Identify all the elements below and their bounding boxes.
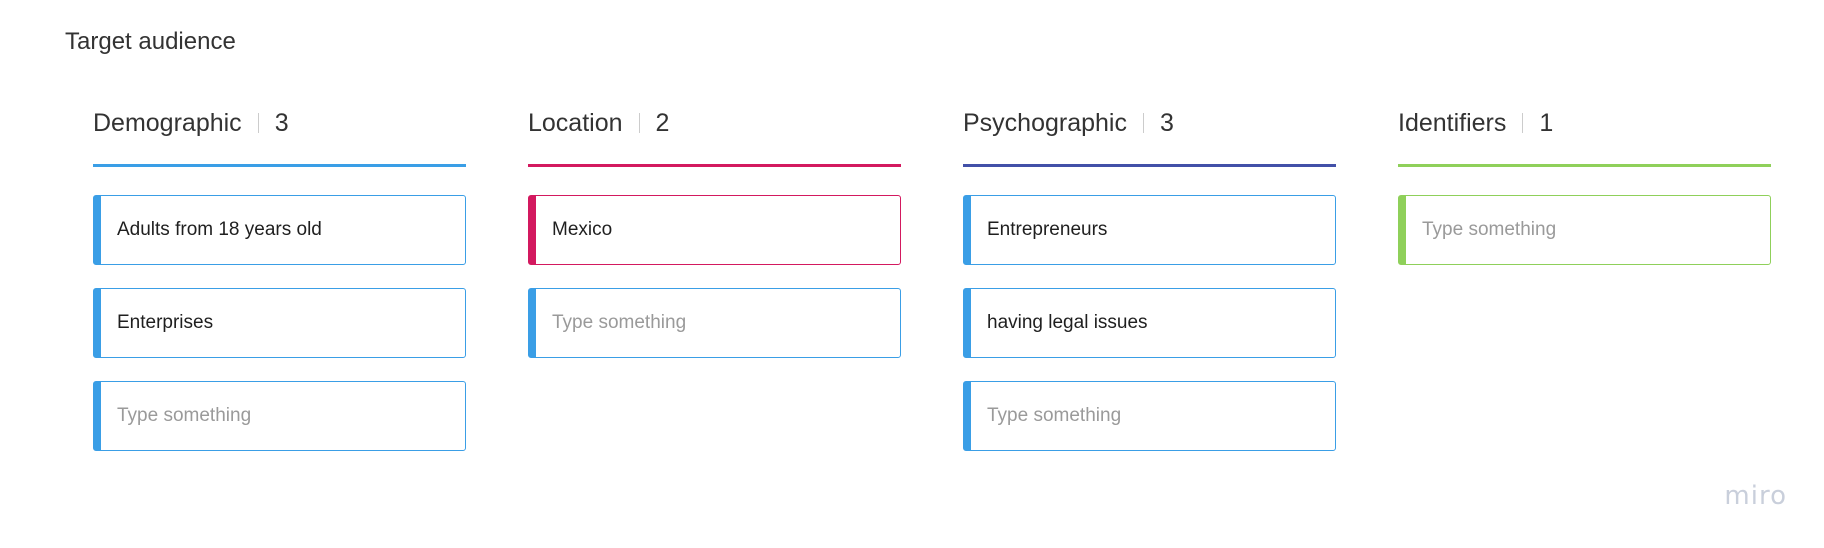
card-input-placeholder[interactable]: Type something [528, 288, 901, 358]
card-input-placeholder[interactable]: Type something [93, 381, 466, 451]
card[interactable]: Adults from 18 years old [93, 195, 466, 265]
column-header: Location 2 [528, 105, 901, 141]
column-underline [528, 164, 901, 167]
column-count: 2 [655, 108, 670, 137]
miro-logo: miro [1724, 481, 1787, 511]
header-divider [638, 113, 640, 133]
column-header: Identifiers 1 [1398, 105, 1771, 141]
column-title: Identifiers [1398, 108, 1507, 137]
header-divider [1522, 113, 1524, 133]
column-count: 1 [1539, 108, 1554, 137]
column-underline [93, 164, 466, 167]
card-input-placeholder[interactable]: Type something [963, 381, 1336, 451]
column-title: Demographic [93, 108, 242, 137]
card[interactable]: Enterprises [93, 288, 466, 358]
column-count: 3 [274, 108, 289, 137]
column-title: Psychographic [963, 108, 1127, 137]
column-psychographic: Psychographic 3 Entrepreneurs having leg… [963, 105, 1336, 451]
column-underline [963, 164, 1336, 167]
column-underline [1398, 164, 1771, 167]
column-identifiers: Identifiers 1 Type something [1398, 105, 1771, 265]
card[interactable]: Mexico [528, 195, 901, 265]
card-input-placeholder[interactable]: Type something [1398, 195, 1771, 265]
column-count: 3 [1159, 108, 1174, 137]
card[interactable]: Entrepreneurs [963, 195, 1336, 265]
header-divider [257, 113, 259, 133]
column-location: Location 2 Mexico Type something [528, 105, 901, 358]
column-title: Location [528, 108, 623, 137]
card[interactable]: having legal issues [963, 288, 1336, 358]
column-header: Demographic 3 [93, 105, 466, 141]
column-demographic: Demographic 3 Adults from 18 years old E… [93, 105, 466, 451]
column-header: Psychographic 3 [963, 105, 1336, 141]
header-divider [1142, 113, 1144, 133]
board-title: Target audience [65, 28, 236, 55]
